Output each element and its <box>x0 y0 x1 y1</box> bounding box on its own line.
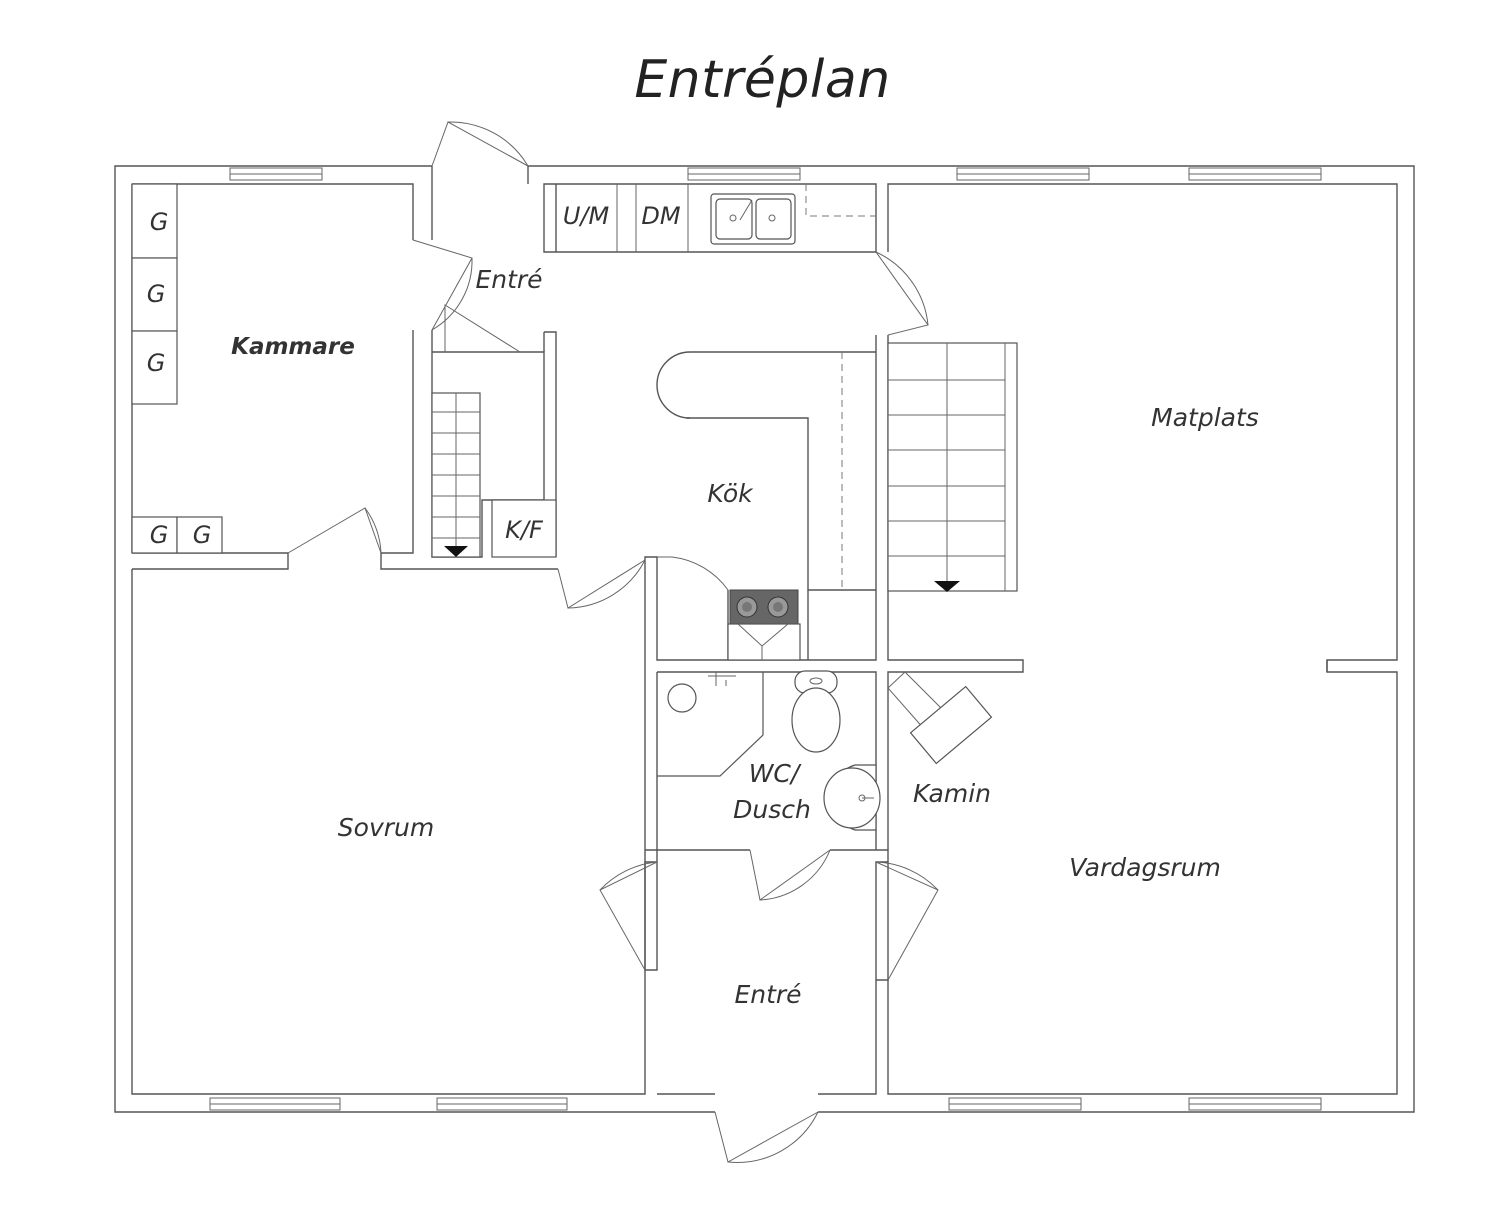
room-label-dusch: Dusch <box>733 795 811 824</box>
fridge-freezer-label: K/F <box>505 516 544 544</box>
room-label-matplats: Matplats <box>1151 403 1259 432</box>
room-label-kok: Kök <box>707 479 754 508</box>
wardrobe-label: G <box>150 521 169 549</box>
stair-right <box>887 342 1018 592</box>
washer-label: U/M <box>563 202 610 230</box>
shower-drain-icon <box>667 683 697 713</box>
room-label-kamin: Kamin <box>913 779 991 808</box>
wardrobe-label: G <box>150 208 169 236</box>
stair-left <box>431 392 481 558</box>
kitchen-fixtures <box>491 184 876 661</box>
room-labels: Kammare Entré Kök Matplats Sovrum WC/ Du… <box>231 265 1259 1009</box>
fixture-labels: G G G G G U/M DM K/F <box>147 202 681 549</box>
washbasin-icon <box>823 764 881 831</box>
room-label-wc: WC/ <box>749 759 802 788</box>
kitchen-sink-icon <box>710 193 796 245</box>
room-label-kammare: Kammare <box>231 334 355 360</box>
fireplace-icon <box>887 671 993 765</box>
dishwasher-label: DM <box>641 202 680 230</box>
stair-left-arrow <box>444 546 468 557</box>
stove-icon <box>727 589 801 661</box>
wardrobe-label: G <box>147 349 166 377</box>
wardrobe-label: G <box>147 280 166 308</box>
wardrobes <box>131 183 223 554</box>
windows <box>209 167 1322 1111</box>
room-label-vardagsrum: Vardagsrum <box>1069 853 1221 882</box>
bathroom-fixtures <box>657 670 881 831</box>
toilet-icon <box>791 670 841 753</box>
plan-title: Entréplan <box>634 50 891 110</box>
stair-right-arrow <box>934 581 960 592</box>
room-label-entre-bottom: Entré <box>734 980 801 1009</box>
room-label-sovrum: Sovrum <box>338 813 434 842</box>
room-label-entre-top: Entré <box>475 265 542 294</box>
doors <box>287 121 1328 1163</box>
wardrobe-label: G <box>193 521 212 549</box>
